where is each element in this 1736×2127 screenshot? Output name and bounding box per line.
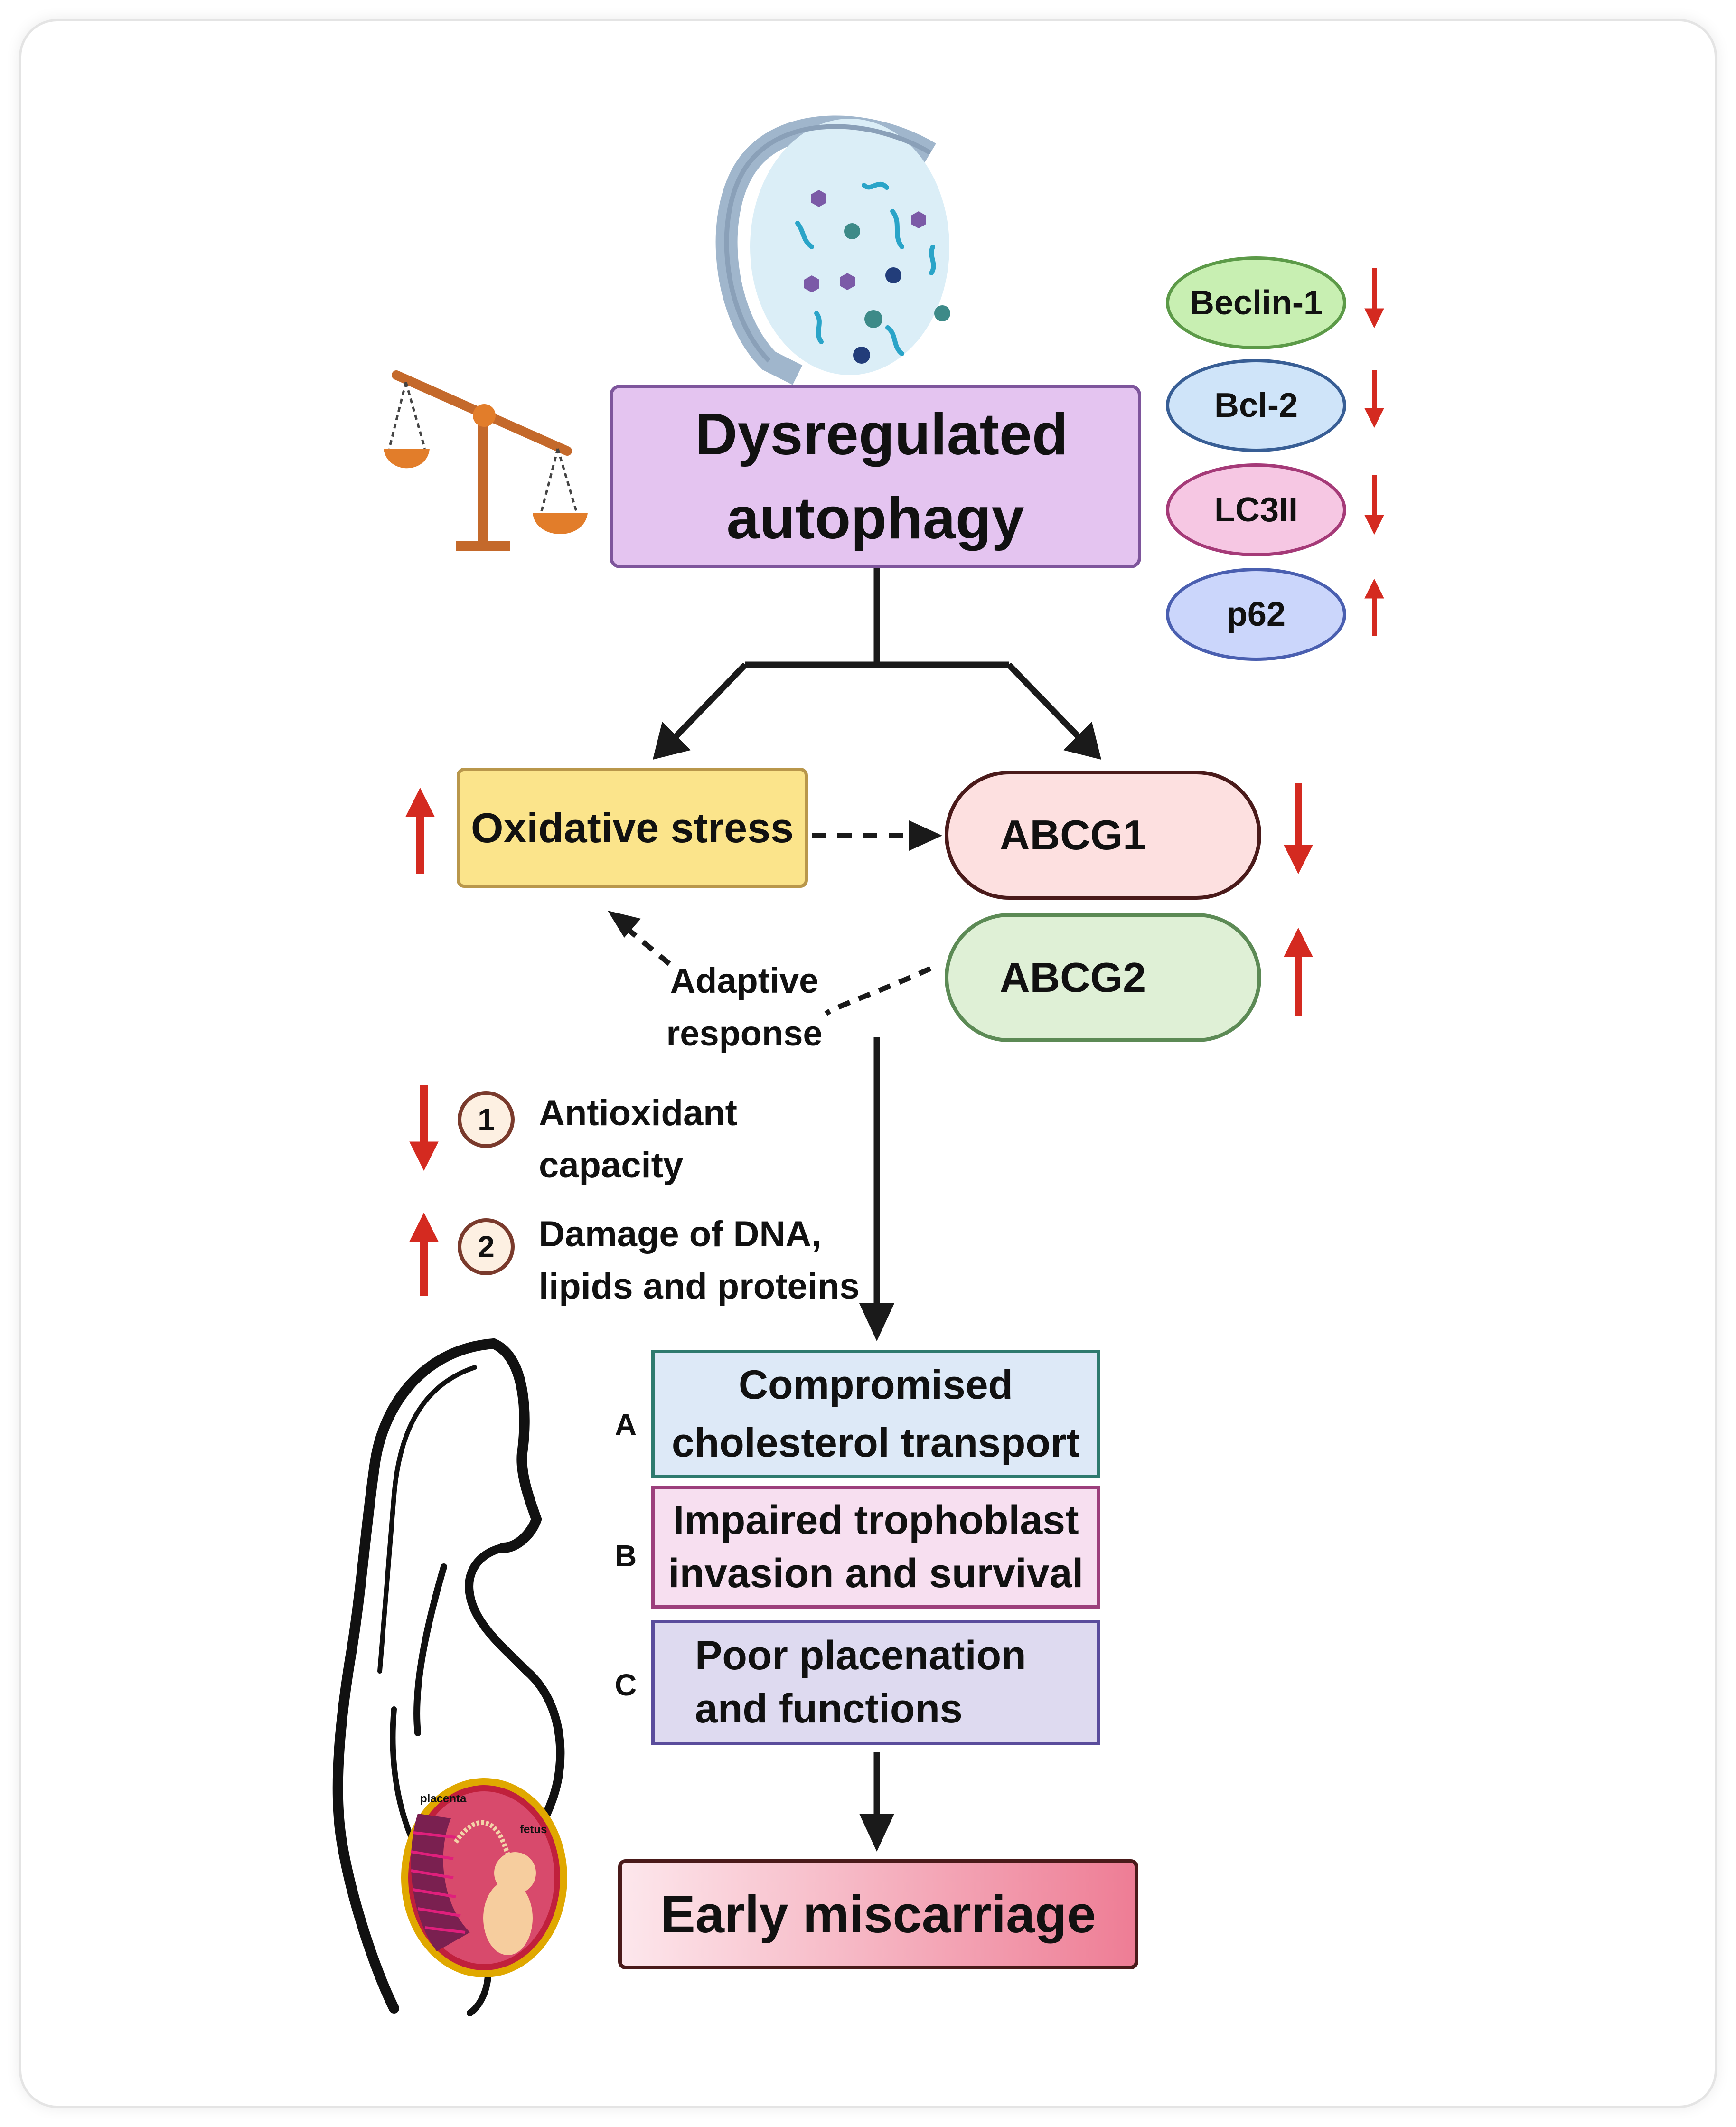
- fetus-label: fetus: [520, 1823, 547, 1836]
- antioxidant-capacity-label: Antioxidant capacity: [539, 1093, 737, 1186]
- placenta-label: placenta: [420, 1792, 467, 1805]
- marker-lc3ii: LC3II: [1166, 463, 1346, 556]
- direction-arrows: [405, 268, 1384, 1296]
- outcome-letter-b: B: [615, 1539, 637, 1573]
- autophagosome-icon: [715, 115, 950, 385]
- oxidative-stress-box: Oxidative stress: [457, 768, 808, 888]
- dysregulated-autophagy-label: Dysregulated autophagy: [695, 402, 1068, 551]
- dysregulated-autophagy-box: Dysregulated autophagy: [610, 385, 1141, 568]
- marker-bcl-2: Bcl-2: [1166, 359, 1346, 452]
- outcome-letter-a: A: [615, 1408, 637, 1442]
- outcome-letter-c: C: [615, 1668, 637, 1702]
- balance-scale-icon: [384, 370, 588, 551]
- effect-number-2: 2: [458, 1218, 515, 1275]
- damage-label: Damage of DNA, lipids and proteins: [539, 1214, 860, 1307]
- abcg2-box: ABCG2: [945, 913, 1261, 1042]
- marker-p62: p62: [1166, 568, 1346, 661]
- abcg1-box: ABCG1: [945, 771, 1261, 900]
- uterus-icon: [401, 1778, 567, 1977]
- early-miscarriage-box: Early miscarriage: [618, 1859, 1138, 1969]
- effect-number-1: 1: [458, 1091, 515, 1148]
- adaptive-response-label: Adaptive response: [666, 961, 823, 1053]
- marker-beclin-1: Beclin-1: [1166, 256, 1346, 349]
- figure-frame: [19, 19, 1717, 2108]
